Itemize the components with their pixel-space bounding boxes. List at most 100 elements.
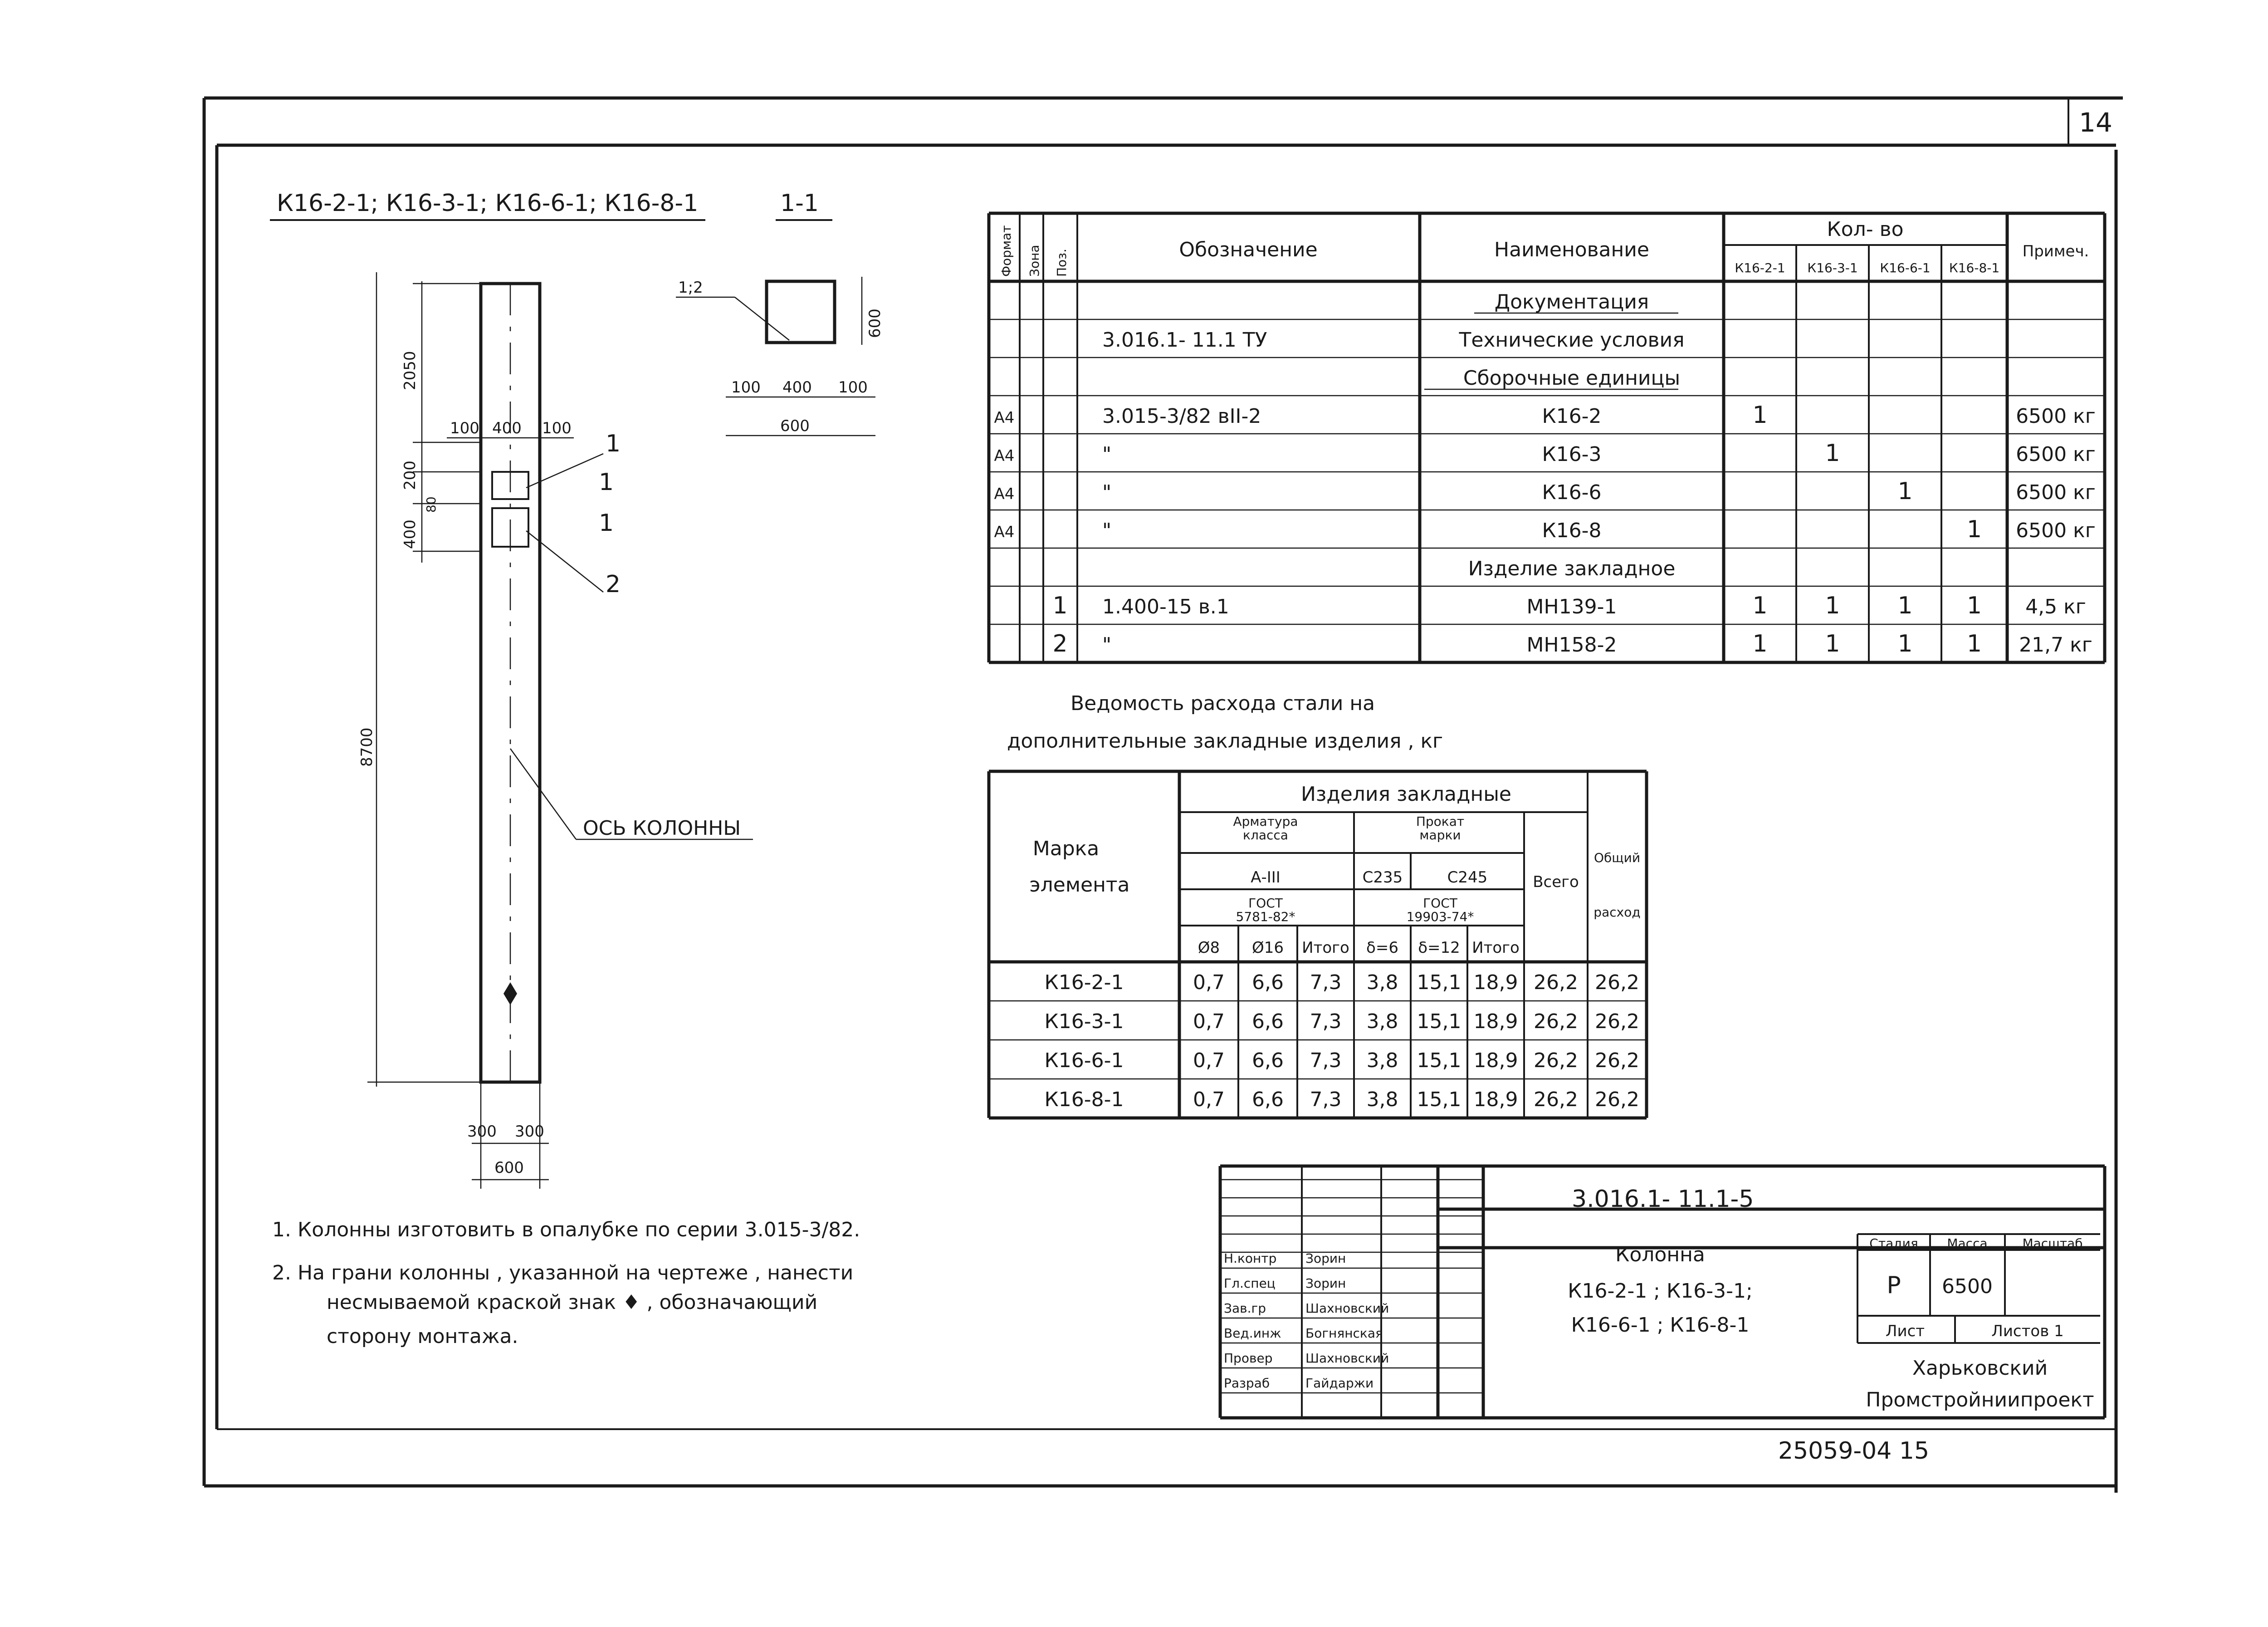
dim-200: 200 bbox=[401, 461, 419, 490]
dim-section-400: 400 bbox=[782, 378, 812, 397]
spec-header-designation: Обозначение bbox=[1179, 238, 1317, 261]
steel-col-header: Ø8 bbox=[1198, 939, 1220, 957]
steel-row-value: 18,9 bbox=[1474, 1049, 1518, 1072]
spec-cell-note: 6500 кг bbox=[2016, 443, 2096, 466]
steel-gost-b-num: 19903-74* bbox=[1407, 909, 1474, 924]
spec-header-format: Формат bbox=[999, 225, 1014, 277]
spec-cell-name: Изделие закладное bbox=[1468, 557, 1676, 580]
spec-cell-designation: " bbox=[1102, 443, 1111, 466]
spec-cell-pos: 1 bbox=[1052, 592, 1067, 619]
spec-cell-note: 6500 кг bbox=[2016, 405, 2096, 428]
steel-row-mark: К16-3-1 bbox=[1045, 1010, 1124, 1033]
mark-1: 1 bbox=[606, 430, 621, 457]
steel-row-value: 26,2 bbox=[1595, 1049, 1639, 1072]
spec-cell-format: А4 bbox=[994, 485, 1015, 503]
mark-1b: 1 bbox=[599, 469, 614, 496]
spec-cell-name: К16-8 bbox=[1542, 519, 1601, 542]
steel-header-prokat: Прокат bbox=[1416, 814, 1464, 829]
spec-header-note: Примеч. bbox=[2023, 242, 2089, 260]
steel-mark-c245: С245 bbox=[1447, 868, 1488, 887]
dim-2050: 2050 bbox=[401, 351, 419, 390]
steel-row-value: 0,7 bbox=[1193, 1088, 1225, 1111]
steel-row-value: 7,3 bbox=[1310, 971, 1342, 994]
steel-armature-class: А-III bbox=[1251, 868, 1281, 887]
title-block: Н.контрГл.спецЗав.грВед.инжПроверРазрабЗ… bbox=[1218, 1164, 2107, 1420]
spec-header-name: Наименование bbox=[1494, 238, 1649, 261]
title-name: Шахновский bbox=[1305, 1301, 1389, 1316]
spec-header-qty-col: К16-6-1 bbox=[1880, 260, 1930, 275]
spec-cell-designation: " bbox=[1102, 481, 1111, 504]
spec-cell-designation: " bbox=[1102, 633, 1111, 657]
title-name: Зорин bbox=[1305, 1251, 1346, 1266]
steel-row-value: 26,2 bbox=[1534, 1088, 1578, 1111]
spec-cell-format: А4 bbox=[994, 409, 1015, 427]
section-header: 1-1 bbox=[780, 190, 819, 217]
spec-cell-note: 21,7 кг bbox=[2019, 633, 2092, 657]
steel-row-value: 15,1 bbox=[1417, 1049, 1461, 1072]
spec-cell-designation: " bbox=[1102, 519, 1111, 542]
spec-cell-qty: 1 bbox=[1897, 478, 1912, 505]
title-scale-header: Масштаб bbox=[2022, 1236, 2082, 1251]
steel-row-value: 3,8 bbox=[1367, 1088, 1398, 1111]
title-code: 3.016.1- 11.1-5 bbox=[1572, 1186, 1754, 1213]
section-leader: 1;2 bbox=[678, 279, 703, 297]
spec-cell-note: 4,5 кг bbox=[2025, 595, 2086, 618]
spec-cell-qty: 1 bbox=[1825, 440, 1840, 467]
spec-cell-name: Документация bbox=[1495, 290, 1649, 314]
notes: 1. Колонны изготовить в опалубке по сери… bbox=[272, 1218, 860, 1348]
steel-header-class: класса bbox=[1243, 828, 1288, 843]
title-org-line2: Промстройниипроект bbox=[1866, 1388, 2094, 1411]
title-role: Гл.спец bbox=[1224, 1276, 1276, 1291]
steel-row-value: 3,8 bbox=[1367, 971, 1398, 994]
steel-gost-a-num: 5781-82* bbox=[1236, 909, 1295, 924]
steel-header-total: Всего bbox=[1533, 873, 1579, 891]
title-org-line1: Харьковский bbox=[1912, 1357, 2048, 1380]
spec-cell-format: А4 bbox=[994, 447, 1015, 465]
steel-row-value: 18,9 bbox=[1474, 1088, 1518, 1111]
steel-row-value: 0,7 bbox=[1193, 971, 1225, 994]
spec-cell-designation: 3.016.1- 11.1 ТУ bbox=[1102, 328, 1267, 352]
title-name: Гайдаржи bbox=[1305, 1376, 1374, 1391]
spec-header-pos: Поз. bbox=[1054, 249, 1069, 277]
spec-cell-name: Технические условия bbox=[1458, 328, 1684, 352]
title-name: Зорин bbox=[1305, 1276, 1346, 1291]
spec-header-qty-col: К16-8-1 bbox=[1949, 260, 1999, 275]
dim-section-100b: 100 bbox=[838, 378, 868, 397]
spec-cell-name: К16-6 bbox=[1542, 481, 1601, 504]
steel-row-value: 15,1 bbox=[1417, 971, 1461, 994]
spec-cell-qty: 1 bbox=[1967, 516, 1982, 543]
steel-row-value: 6,6 bbox=[1252, 1010, 1284, 1033]
dim-8700: 8700 bbox=[358, 727, 376, 767]
dim-bottom-300-left: 300 bbox=[467, 1122, 497, 1141]
steel-row-value: 0,7 bbox=[1193, 1010, 1225, 1033]
steel-row-value: 26,2 bbox=[1595, 1088, 1639, 1111]
steel-row-value: 6,6 bbox=[1252, 1049, 1284, 1072]
steel-row-value: 3,8 bbox=[1367, 1049, 1398, 1072]
spec-cell-qty: 1 bbox=[1825, 592, 1840, 619]
steel-header-element: элемента bbox=[1030, 873, 1130, 897]
title-stage: Р bbox=[1887, 1272, 1901, 1299]
spec-cell-format: А4 bbox=[994, 523, 1015, 541]
steel-row-value: 26,2 bbox=[1595, 971, 1639, 994]
dim-bottom-300-right: 300 bbox=[515, 1122, 544, 1141]
steel-title-line1: Ведомость расхода стали на bbox=[1070, 692, 1375, 715]
steel-row-value: 7,3 bbox=[1310, 1010, 1342, 1033]
spec-header-zone: Зона bbox=[1027, 245, 1042, 277]
steel-col-header: δ=12 bbox=[1418, 939, 1460, 957]
spec-cell-note: 6500 кг bbox=[2016, 519, 2096, 542]
title-role: Разраб bbox=[1224, 1376, 1270, 1391]
dim-top-100-left: 100 bbox=[450, 419, 479, 437]
spec-cell-note: 6500 кг bbox=[2016, 481, 2096, 504]
spec-cell-name: МН158-2 bbox=[1527, 633, 1617, 657]
spec-cell-pos: 2 bbox=[1052, 630, 1067, 657]
dim-section-100a: 100 bbox=[731, 378, 761, 397]
spec-cell-qty: 1 bbox=[1897, 630, 1912, 657]
title-role: Вед.инж bbox=[1224, 1326, 1281, 1341]
steel-row-value: 3,8 bbox=[1367, 1010, 1398, 1033]
spec-cell-name: К16-2 bbox=[1542, 405, 1601, 428]
steel-row-value: 18,9 bbox=[1474, 1010, 1518, 1033]
steel-header-general: Общий bbox=[1594, 850, 1640, 865]
